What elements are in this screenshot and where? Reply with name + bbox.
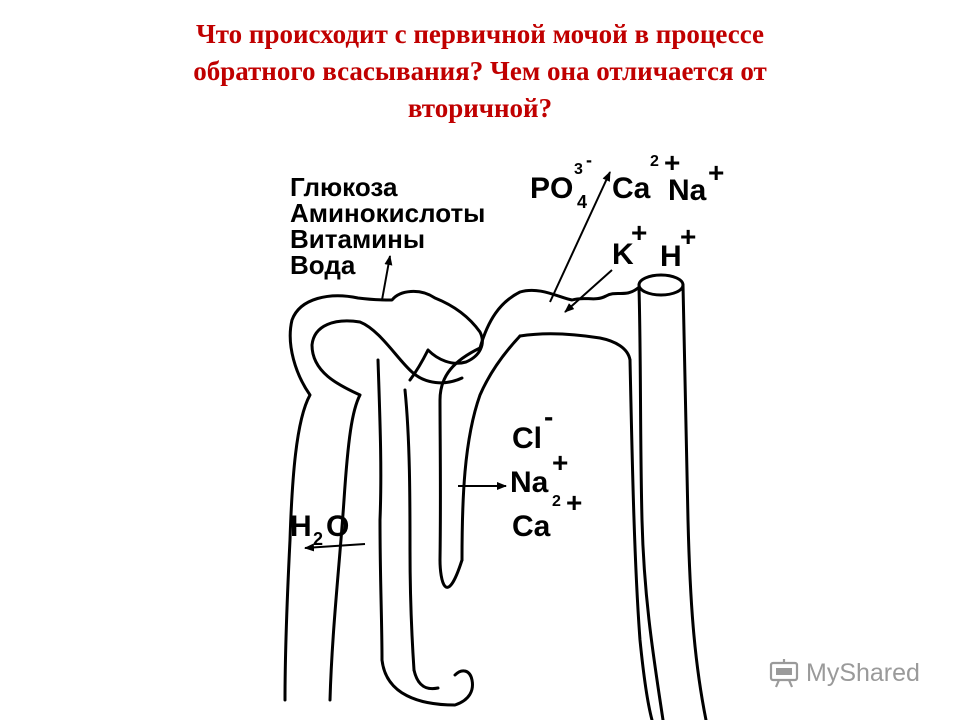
descending-limb-outer — [376, 358, 384, 662]
label-h2o-o: O — [326, 510, 349, 543]
ascending-limb-inner — [460, 334, 522, 562]
label-h: H — [660, 240, 682, 273]
collecting-duct-right — [681, 283, 708, 720]
label-cl-charge: - — [544, 401, 553, 432]
label-po4-superscript: 3 — [574, 161, 583, 178]
label-h-charge: + — [680, 221, 696, 252]
label-k: K — [612, 238, 634, 271]
distal-tubule-bottom — [518, 332, 632, 362]
collecting-duct-top — [637, 273, 685, 297]
arrow-po4-ca — [549, 171, 611, 303]
distal-tubule-top — [478, 286, 640, 350]
loop-bottom — [380, 658, 474, 707]
label-ca-top-charge: + — [664, 147, 680, 178]
ascending-limb-outer — [438, 346, 482, 562]
ascending-limb-lower — [438, 558, 464, 589]
watermark-text: MyShared — [806, 658, 920, 687]
arrow-water-reabsorption — [304, 543, 366, 552]
label-na-top: Na — [668, 174, 707, 207]
label-na-mid-charge: + — [552, 447, 568, 478]
label-glucose: Глюкоза — [290, 172, 398, 202]
label-ca-mid-charge: + — [566, 487, 582, 518]
title-line-2: обратного всасывания? Чем она отличается… — [193, 56, 767, 86]
label-k-charge: + — [631, 217, 647, 248]
proximal-tubule-outer — [283, 290, 484, 702]
arrow-k-h-secretion — [564, 269, 613, 313]
label-vitamins: Витамины — [290, 224, 425, 254]
label-ca-top-superscript: 2 — [650, 153, 659, 170]
label-amino-acids: Аминокислоты — [290, 198, 485, 228]
label-ca-mid: Ca — [512, 510, 551, 543]
label-cl: Cl — [512, 422, 542, 455]
label-po4: PO — [530, 172, 573, 205]
label-water: Вода — [290, 250, 356, 280]
label-ca-mid-superscript: 2 — [552, 493, 561, 510]
label-po4-charge: - — [586, 150, 592, 170]
slide-title: Что происходит с первичной мочой в проце… — [40, 16, 920, 127]
label-h2o-subscript: 2 — [313, 529, 323, 549]
label-na-top-charge: + — [708, 157, 724, 188]
collecting-duct-left — [637, 286, 665, 720]
label-po4-subscript: 4 — [577, 192, 587, 212]
title-line-3: вторичной? — [407, 93, 553, 123]
label-h2o-h: H — [290, 510, 312, 543]
arrow-reabsorption-nutrients — [381, 255, 393, 301]
title-line-1: Что происходит с первичной мочой в проце… — [195, 19, 765, 49]
proximal-tubule-inner — [310, 319, 464, 702]
label-na-mid: Na — [510, 466, 549, 499]
descending-limb-inner — [403, 388, 416, 672]
label-ca-top: Ca — [612, 172, 651, 205]
watermark: MyShared — [768, 655, 920, 691]
presentation-board-icon — [769, 659, 799, 688]
loop-inner-bottom — [412, 668, 440, 691]
collecting-duct-inner — [628, 358, 654, 720]
